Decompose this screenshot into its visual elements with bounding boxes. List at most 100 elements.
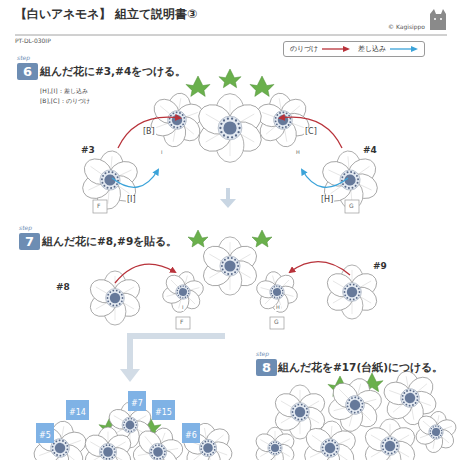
stamen-dot — [301, 404, 303, 406]
stamen-dot — [288, 124, 290, 126]
petal-shape — [162, 271, 189, 298]
stamen-dot — [416, 399, 418, 401]
stamen-dot — [270, 290, 272, 292]
tab-label: [B] — [142, 128, 156, 137]
petal-vein — [209, 254, 222, 262]
part-number: #5 — [39, 431, 51, 440]
stamen-dot — [234, 259, 236, 261]
flower — [156, 266, 210, 318]
flower — [323, 265, 381, 319]
petal-vein — [91, 166, 104, 175]
stamen-dot — [306, 414, 308, 416]
flower-center — [54, 442, 66, 454]
slot-letter: I — [160, 150, 163, 156]
stamen-dot — [135, 421, 137, 423]
stamen-dot — [280, 447, 281, 448]
stamen-dot — [294, 405, 296, 407]
stamen-dot — [108, 171, 110, 173]
flower-ring — [320, 438, 340, 458]
stamen-dot — [213, 443, 215, 445]
stamen-dot — [116, 304, 118, 306]
slot-letter: H — [275, 305, 281, 311]
stamen-dot — [331, 440, 333, 442]
stamen-dot — [207, 454, 209, 456]
step-arrows — [112, 117, 350, 283]
stamen-dot — [102, 175, 104, 177]
flower-center — [404, 392, 416, 404]
stamen-dot — [349, 298, 351, 300]
stamen-dot — [344, 291, 346, 293]
petal-vein — [261, 288, 272, 291]
petal — [328, 378, 363, 413]
slot-letter: I — [181, 305, 184, 311]
stamen-dot — [62, 440, 64, 442]
stamen-dot — [348, 399, 350, 401]
stamen-dot — [394, 451, 396, 453]
stamen-dot — [441, 432, 443, 434]
stamen-dot — [55, 440, 57, 442]
stamen-dot — [269, 450, 270, 451]
stamen-dot — [231, 118, 233, 120]
flower — [299, 419, 361, 460]
stamen-dot — [276, 285, 278, 287]
stamen-dot — [164, 450, 166, 452]
stamen-dot — [282, 127, 284, 129]
stamen-dot — [179, 112, 181, 114]
stamen-dot — [351, 187, 353, 189]
stamen-dot — [124, 421, 126, 423]
stamen-dot — [202, 442, 204, 444]
stamen-dot — [204, 441, 206, 443]
stamen-dot — [122, 297, 124, 299]
flower — [76, 148, 143, 211]
part-tag: #7 — [128, 391, 146, 411]
stamen-dot — [292, 411, 294, 413]
petal-vein — [423, 421, 431, 428]
stamen-dot — [183, 117, 185, 119]
stamen-dot — [359, 291, 361, 293]
stamen-dot — [327, 454, 329, 456]
stamen-dot — [231, 273, 233, 275]
stamen-dot — [341, 176, 343, 178]
step-word: step — [19, 225, 32, 231]
stamen-dot — [182, 285, 184, 287]
stamen-dot — [382, 442, 384, 444]
stamen-dot — [357, 397, 359, 399]
stamen-dot — [353, 284, 355, 286]
legend-arrow-sample — [390, 45, 418, 53]
legend-text: のりづけ — [290, 44, 318, 54]
flower-center — [271, 444, 279, 452]
stamen-dot — [52, 446, 54, 448]
stamen-dot — [294, 417, 296, 419]
stamen-dot — [52, 449, 54, 451]
stamen-dot — [285, 126, 287, 128]
petal-vein — [333, 281, 345, 288]
stamen-dot — [106, 458, 108, 460]
flower-ring — [106, 289, 125, 308]
stamen-dot — [297, 418, 299, 420]
flower-ring — [166, 109, 188, 131]
stamen-dot — [220, 123, 222, 125]
stamen-dot — [184, 296, 186, 298]
stamen-dot — [115, 173, 117, 175]
flower — [177, 419, 238, 460]
stamen-dot — [348, 408, 350, 410]
stamen-dot — [361, 402, 363, 404]
stamen-dot — [116, 183, 118, 185]
part-tag: #15 — [152, 400, 175, 420]
tab-label: [C] — [304, 128, 318, 137]
petal-vein — [145, 436, 153, 446]
stamen-dot — [412, 404, 414, 406]
stamen-dot — [292, 408, 294, 410]
flower-center — [152, 446, 164, 458]
stamen-dot — [231, 136, 233, 138]
stamen-dot — [227, 273, 229, 275]
flower-ring — [339, 169, 361, 191]
stamen-dot — [382, 445, 384, 447]
stamen-dot — [178, 287, 180, 289]
stamen-dot — [103, 457, 105, 459]
logo-icon — [430, 9, 446, 30]
stamen-dot — [227, 136, 229, 138]
stamen-dot — [278, 286, 280, 288]
stamen-dot — [155, 444, 157, 446]
petal-vein — [260, 440, 270, 446]
